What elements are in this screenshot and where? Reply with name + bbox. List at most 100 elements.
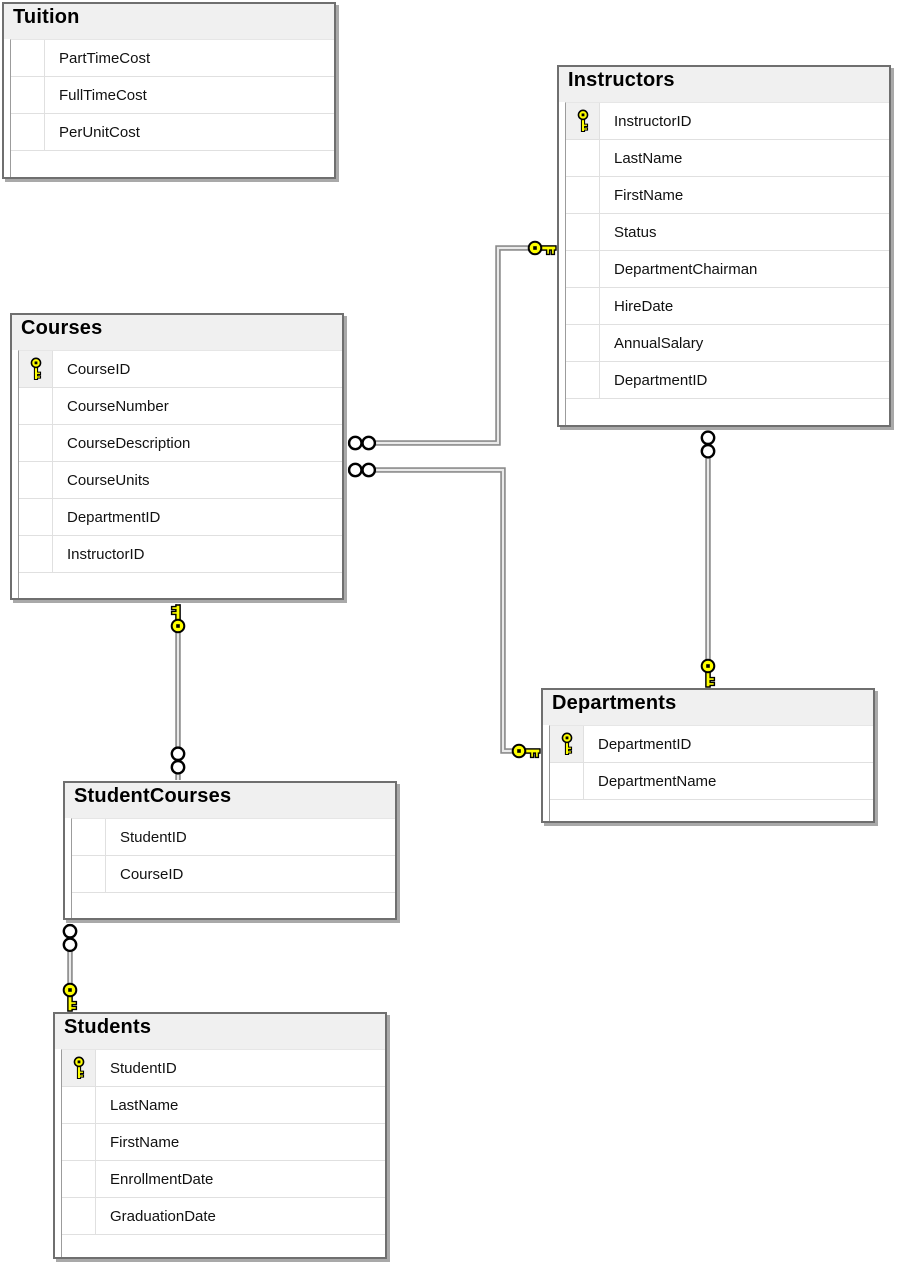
row-selector-cell	[566, 362, 600, 398]
field-name: CourseDescription	[67, 434, 191, 452]
field-name: InstructorID	[614, 112, 692, 130]
table-title-bar[interactable]: Courses	[12, 315, 342, 350]
relationship-studentcourses-courses[interactable]	[170, 604, 186, 780]
one-primary-key-icon	[170, 604, 186, 634]
field-name: PartTimeCost	[59, 49, 151, 67]
field-row[interactable]: InstructorID	[566, 103, 889, 140]
row-selector-cell	[19, 499, 53, 535]
table-title-bar[interactable]: Students	[55, 1014, 385, 1049]
field-row[interactable]: FirstName	[62, 1124, 385, 1161]
table-title-bar[interactable]: Departments	[543, 690, 873, 725]
table-field-grid: DepartmentID DepartmentName	[549, 725, 873, 821]
row-selector-cell	[566, 214, 600, 250]
field-row[interactable]: DepartmentID	[550, 726, 873, 763]
field-row[interactable]: EnrollmentDate	[62, 1161, 385, 1198]
field-row[interactable]: CourseNumber	[19, 388, 342, 425]
field-name: CourseID	[67, 360, 131, 378]
table-title-bar[interactable]: Tuition	[4, 4, 334, 39]
row-selector-cell	[566, 288, 600, 324]
primary-key-icon	[577, 109, 588, 133]
field-row[interactable]: StudentID	[72, 819, 395, 856]
field-row[interactable]: GraduationDate	[62, 1198, 385, 1235]
relationship-line[interactable]	[348, 468, 540, 753]
row-selector-cell	[566, 140, 600, 176]
field-row[interactable]: StudentID	[62, 1050, 385, 1087]
field-name: HireDate	[614, 297, 674, 315]
relationship-line[interactable]	[348, 467, 540, 754]
row-selector-cell	[550, 763, 584, 799]
row-selector-cell	[62, 1198, 96, 1234]
field-row[interactable]: CourseID	[19, 351, 342, 388]
table-departments[interactable]: Departments DepartmentID DepartmentName	[541, 688, 875, 823]
field-row[interactable]: DepartmentID	[19, 499, 342, 536]
relationship-courses-departments[interactable]	[347, 462, 541, 759]
relationship-instructors-departments[interactable]	[700, 430, 716, 688]
one-primary-key-icon	[511, 743, 541, 759]
table-title-bar[interactable]: Instructors	[559, 67, 889, 102]
primary-key-cell	[19, 351, 53, 387]
field-row[interactable]: CourseDescription	[19, 425, 342, 462]
one-primary-key-icon	[527, 240, 557, 256]
many-infinity-icon	[347, 435, 377, 451]
relationship-line[interactable]	[348, 245, 556, 446]
field-name: DepartmentID	[67, 508, 161, 526]
field-name: CourseUnits	[67, 471, 150, 489]
table-title: Departments	[552, 692, 677, 714]
row-selector-cell	[11, 40, 45, 76]
field-row[interactable]: LastName	[62, 1087, 385, 1124]
field-row[interactable]: FirstName	[566, 177, 889, 214]
primary-key-cell	[550, 726, 584, 762]
field-row[interactable]: CourseID	[72, 856, 395, 893]
field-row[interactable]: PartTimeCost	[11, 40, 334, 77]
field-row[interactable]: DepartmentID	[566, 362, 889, 399]
table-title-bar[interactable]: StudentCourses	[65, 783, 395, 818]
field-name: StudentID	[110, 1059, 177, 1077]
primary-key-cell	[62, 1050, 96, 1086]
field-name: EnrollmentDate	[110, 1170, 214, 1188]
field-name: CourseNumber	[67, 397, 169, 415]
row-selector-cell	[566, 177, 600, 213]
relationship-courses-instructors[interactable]	[347, 240, 557, 451]
primary-key-icon	[73, 1056, 84, 1080]
field-row[interactable]: PerUnitCost	[11, 114, 334, 151]
relationship-studentcourses-students[interactable]	[62, 923, 78, 1012]
field-row[interactable]: FullTimeCost	[11, 77, 334, 114]
relationship-line[interactable]	[348, 246, 556, 445]
primary-key-cell	[566, 103, 600, 139]
field-name: DepartmentID	[598, 735, 692, 753]
row-selector-cell	[19, 388, 53, 424]
row-selector-cell	[62, 1161, 96, 1197]
row-selector-cell	[72, 856, 106, 892]
field-row[interactable]: CourseUnits	[19, 462, 342, 499]
table-title: Students	[64, 1016, 152, 1038]
table-title: Instructors	[568, 69, 675, 91]
many-infinity-icon	[170, 746, 186, 775]
table-title: Courses	[21, 317, 103, 339]
field-row[interactable]: DepartmentChairman	[566, 251, 889, 288]
row-selector-cell	[11, 114, 45, 150]
field-name: LastName	[614, 149, 683, 167]
row-selector-cell	[62, 1124, 96, 1160]
table-title: Tuition	[13, 6, 80, 28]
field-row[interactable]: Status	[566, 214, 889, 251]
one-primary-key-icon	[700, 658, 716, 688]
field-name: DepartmentName	[598, 772, 717, 790]
field-row[interactable]: AnnualSalary	[566, 325, 889, 362]
field-row[interactable]: InstructorID	[19, 536, 342, 573]
row-selector-cell	[62, 1087, 96, 1123]
field-row[interactable]: LastName	[566, 140, 889, 177]
field-row[interactable]: DepartmentName	[550, 763, 873, 800]
field-row[interactable]: HireDate	[566, 288, 889, 325]
